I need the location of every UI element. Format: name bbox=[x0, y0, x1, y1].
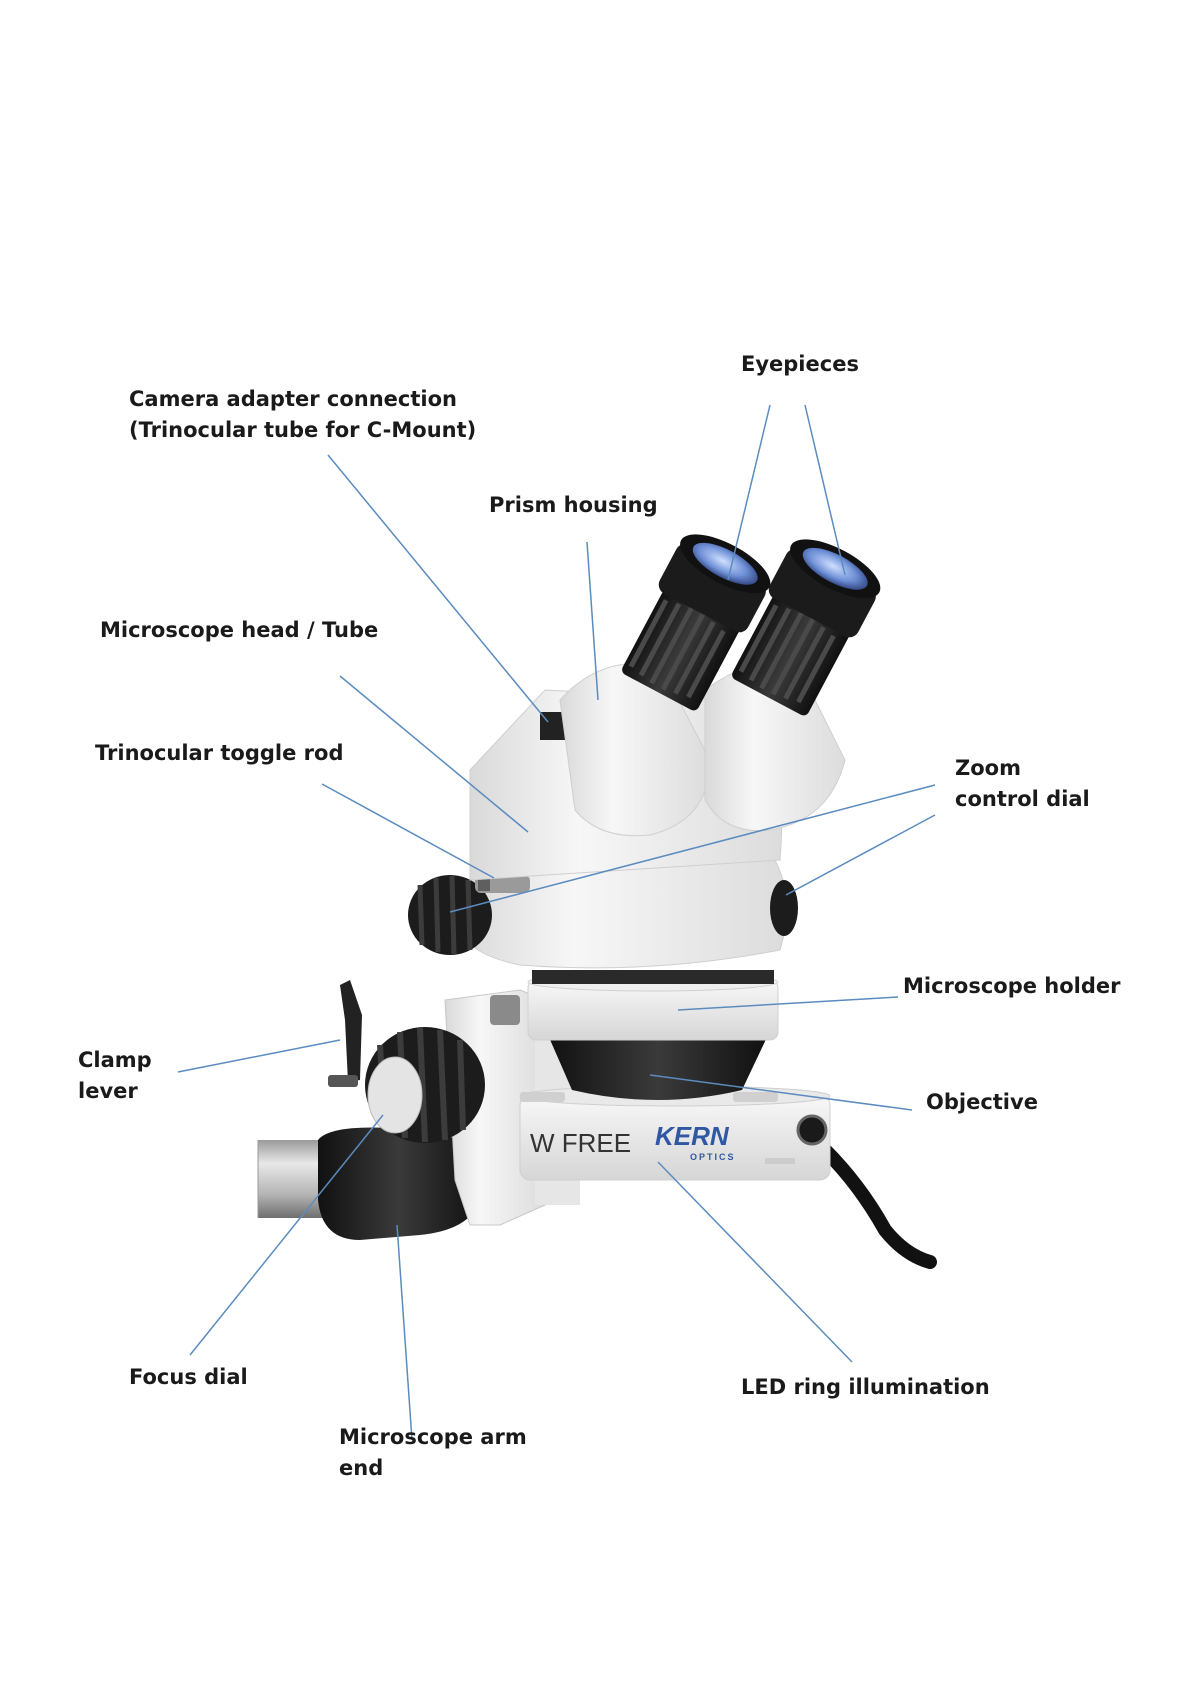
label-objective: Objective bbox=[926, 1087, 1038, 1118]
label-trinocular-toggle: Trinocular toggle rod bbox=[95, 738, 343, 769]
label-arm-end-line1: Microscope arm bbox=[339, 1422, 527, 1453]
label-clamp-lever-line1: Clamp bbox=[78, 1045, 152, 1076]
leader-arm-end bbox=[397, 1225, 412, 1440]
label-arm-end-line2: end bbox=[339, 1453, 527, 1484]
leader-led-ring bbox=[658, 1162, 852, 1362]
label-zoom-dial: Zoom control dial bbox=[955, 753, 1090, 815]
label-clamp-lever: Clamp lever bbox=[78, 1045, 152, 1107]
leader-zoom-dial-right bbox=[786, 815, 935, 895]
label-microscope-holder: Microscope holder bbox=[903, 971, 1121, 1002]
label-led-ring-text: LED ring illumination bbox=[741, 1372, 990, 1403]
ring-brand-logo: KERN bbox=[655, 1121, 730, 1151]
label-microscope-head: Microscope head / Tube bbox=[100, 615, 378, 646]
zoom-dial-right bbox=[770, 880, 798, 936]
label-focus-dial-text: Focus dial bbox=[129, 1362, 248, 1393]
leader-trinocular-toggle bbox=[322, 784, 494, 878]
label-clamp-lever-line2: lever bbox=[78, 1076, 152, 1107]
label-camera-adapter-line2: (Trinocular tube for C-Mount) bbox=[129, 415, 476, 446]
label-camera-adapter-line1: Camera adapter connection bbox=[129, 384, 476, 415]
label-eyepieces: Eyepieces bbox=[741, 349, 859, 380]
label-trinocular-toggle-text: Trinocular toggle rod bbox=[95, 738, 343, 769]
label-microscope-head-text: Microscope head / Tube bbox=[100, 615, 378, 646]
leader-eyepiece-left bbox=[728, 405, 770, 580]
ring-brand-sub: OPTICS bbox=[690, 1152, 736, 1162]
label-led-ring: LED ring illumination bbox=[741, 1372, 990, 1403]
label-objective-text: Objective bbox=[926, 1087, 1038, 1118]
objective-cone bbox=[548, 1035, 768, 1100]
focus-dial-knob bbox=[365, 1027, 485, 1143]
microscope-holder-ring bbox=[528, 970, 778, 1040]
label-eyepieces-text: Eyepieces bbox=[741, 349, 859, 380]
label-arm-end: Microscope arm end bbox=[339, 1422, 527, 1484]
led-cable bbox=[825, 1150, 930, 1262]
label-microscope-holder-text: Microscope holder bbox=[903, 971, 1121, 1002]
label-prism-housing: Prism housing bbox=[489, 490, 658, 521]
label-camera-adapter: Camera adapter connection (Trinocular tu… bbox=[129, 384, 476, 446]
label-zoom-dial-line2: control dial bbox=[955, 784, 1090, 815]
label-prism-housing-text: Prism housing bbox=[489, 490, 658, 521]
label-zoom-dial-line1: Zoom bbox=[955, 753, 1090, 784]
leader-clamp-lever bbox=[178, 1040, 340, 1072]
clamp-lever bbox=[328, 980, 362, 1087]
ring-print-text: W FREE bbox=[530, 1128, 631, 1158]
label-focus-dial: Focus dial bbox=[129, 1362, 248, 1393]
